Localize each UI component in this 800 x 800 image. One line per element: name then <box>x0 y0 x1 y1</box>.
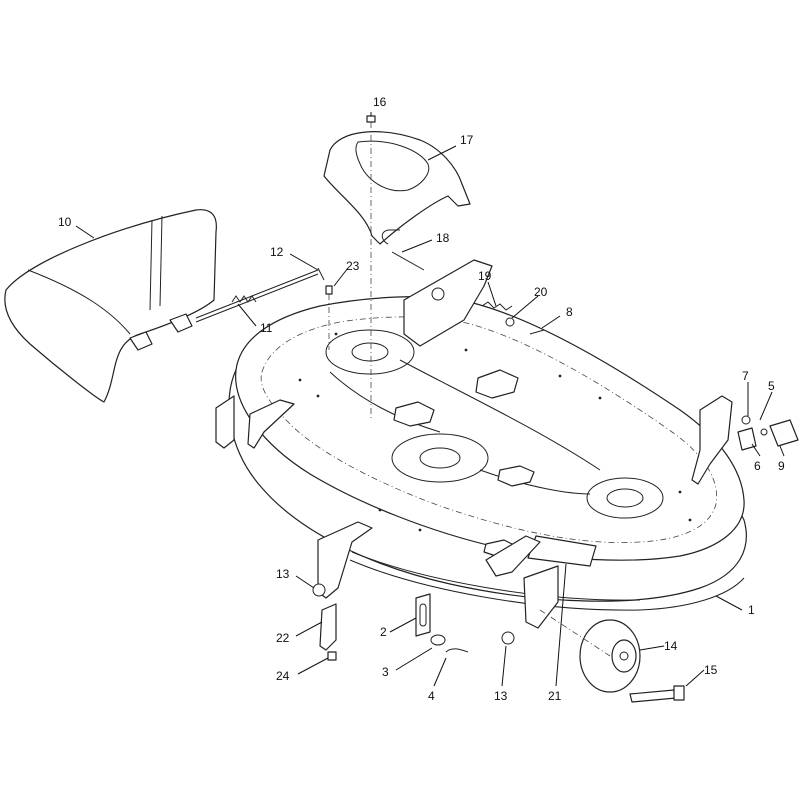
belt-cover <box>323 131 471 245</box>
callout-10: 10 <box>58 215 72 229</box>
callout-6: 6 <box>754 459 761 473</box>
callout-11: 11 <box>260 321 273 335</box>
callout-4: 4 <box>428 689 435 703</box>
callout-8: 8 <box>566 305 573 319</box>
callout-24: 24 <box>276 669 290 683</box>
mower-deck-shell <box>215 259 747 629</box>
callouts: 16 17 10 18 12 23 19 20 8 11 7 5 6 9 1 1… <box>58 95 785 703</box>
callout-19: 19 <box>478 269 492 283</box>
callout-22: 22 <box>276 631 290 645</box>
callout-16: 16 <box>373 95 387 109</box>
callout-20: 20 <box>534 285 548 299</box>
grass-deflector <box>4 209 217 403</box>
callout-7: 7 <box>742 369 749 383</box>
callout-15: 15 <box>704 663 718 677</box>
callout-5: 5 <box>768 379 775 393</box>
callout-3: 3 <box>382 665 389 679</box>
callout-9: 9 <box>778 459 785 473</box>
leader-lines <box>75 112 785 687</box>
callout-2: 2 <box>380 625 387 639</box>
callout-14: 14 <box>664 639 678 653</box>
callout-12: 12 <box>270 245 284 259</box>
callout-1: 1 <box>748 603 755 617</box>
callout-18: 18 <box>436 231 450 245</box>
callout-17: 17 <box>460 133 474 147</box>
hardware <box>312 115 799 703</box>
callout-21: 21 <box>548 689 562 703</box>
callout-13-left: 13 <box>276 567 290 581</box>
callout-23: 23 <box>346 259 360 273</box>
callout-13-center: 13 <box>494 689 508 703</box>
deflector-rod-and-spring <box>195 267 325 323</box>
